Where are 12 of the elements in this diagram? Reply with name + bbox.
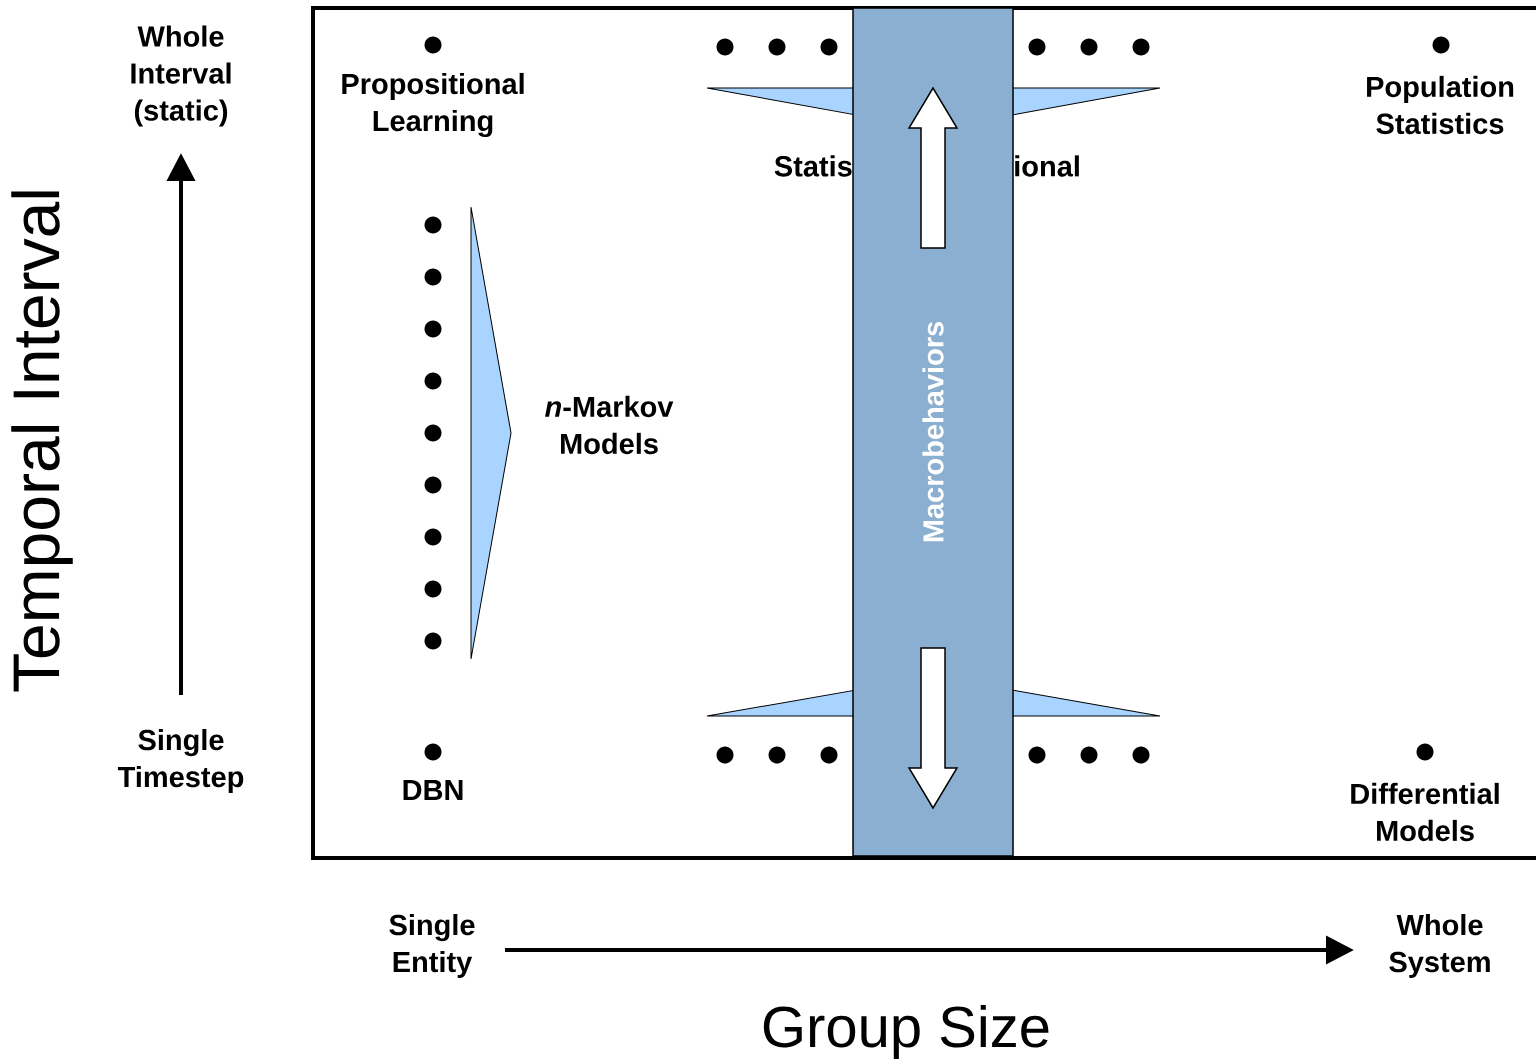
axis-title: Group Size	[763, 1004, 1049, 1059]
axis-label: Whole System	[1389, 914, 1490, 978]
band: Macrobehaviors	[852, 7, 1014, 857]
point-label: DBN	[403, 780, 463, 800]
point-label: Differential Models	[1351, 782, 1499, 842]
axis-label: Whole Interval (static)	[131, 25, 231, 127]
axis-title: Temporal Interval	[11, 191, 73, 692]
axis-label: Single Timestep	[117, 729, 244, 793]
axis-label: Single Entity	[389, 914, 475, 978]
point-label: Propositional Learning	[342, 72, 524, 138]
point-label: Population Statistics	[1367, 75, 1514, 135]
point-label: n-Markov Models	[545, 395, 674, 455]
